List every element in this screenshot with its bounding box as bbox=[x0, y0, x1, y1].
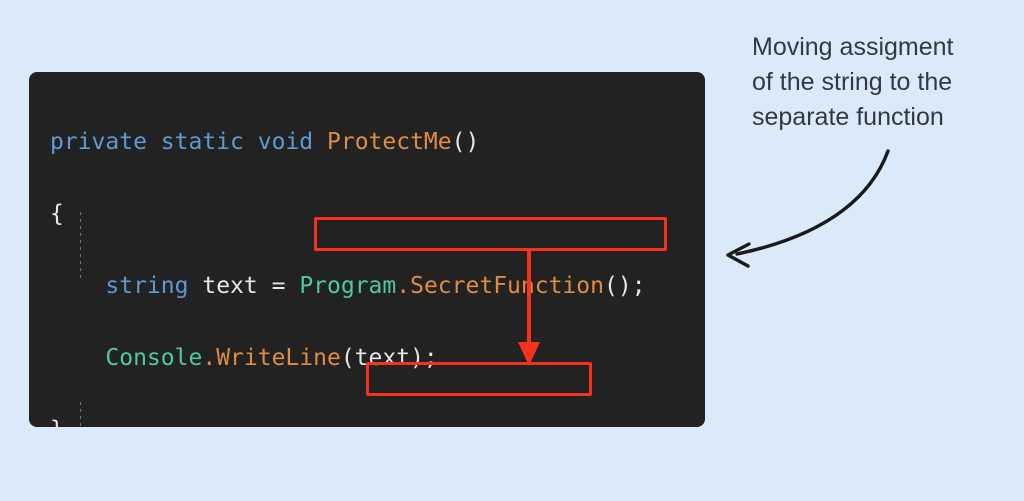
keyword-void: void bbox=[257, 129, 314, 155]
code-text: private static void ProtectMe() { string… bbox=[50, 88, 659, 427]
indent-guide-icon bbox=[80, 402, 81, 427]
highlight-box-call bbox=[314, 217, 667, 251]
code-line: { bbox=[50, 196, 659, 232]
function-name-secretfunction: SecretFunction bbox=[410, 273, 604, 299]
function-name-protectme: ProtectMe bbox=[327, 129, 452, 155]
highlight-box-definition bbox=[366, 362, 592, 396]
type-console: Console bbox=[105, 345, 203, 371]
code-line: private static void ProtectMe() bbox=[50, 124, 659, 160]
assign-operator: = bbox=[271, 273, 286, 299]
code-line: Console.WriteLine(text); bbox=[50, 340, 659, 376]
function-name-writeline: WriteLine bbox=[216, 345, 341, 371]
space bbox=[258, 273, 272, 299]
indent-guide-icon bbox=[80, 212, 81, 280]
paren-open: ( bbox=[340, 345, 355, 371]
semicolon: ; bbox=[631, 273, 646, 299]
type-program: Program bbox=[299, 273, 397, 299]
keyword-string: string bbox=[105, 273, 189, 299]
dot: . bbox=[396, 273, 411, 299]
annotation-label: Moving assigment of the string to the se… bbox=[752, 30, 1004, 135]
parens: () bbox=[603, 273, 632, 299]
brace-close: } bbox=[50, 417, 64, 427]
parens: () bbox=[451, 129, 480, 155]
variable-text: text bbox=[354, 345, 411, 371]
space bbox=[285, 273, 299, 299]
annotation-line-1: Moving assigment bbox=[752, 33, 954, 61]
variable-text: text bbox=[202, 273, 258, 299]
keyword-static: static bbox=[160, 129, 244, 155]
space bbox=[147, 129, 161, 155]
red-down-arrow-icon bbox=[518, 248, 540, 366]
code-block: private static void ProtectMe() { string… bbox=[29, 72, 705, 427]
dot: . bbox=[202, 345, 217, 371]
annotation-line-2: of the string to the bbox=[752, 68, 953, 96]
indent bbox=[50, 345, 105, 371]
space bbox=[188, 273, 202, 299]
space bbox=[244, 129, 258, 155]
code-line: string text = Program.SecretFunction(); bbox=[50, 268, 659, 304]
keyword-private: private bbox=[50, 129, 147, 155]
code-line: } bbox=[50, 412, 659, 427]
curved-arrow-icon bbox=[726, 149, 890, 268]
brace-open: { bbox=[50, 201, 64, 227]
space bbox=[313, 129, 327, 155]
indent bbox=[50, 273, 105, 299]
annotation-line-3: separate function bbox=[752, 103, 944, 131]
